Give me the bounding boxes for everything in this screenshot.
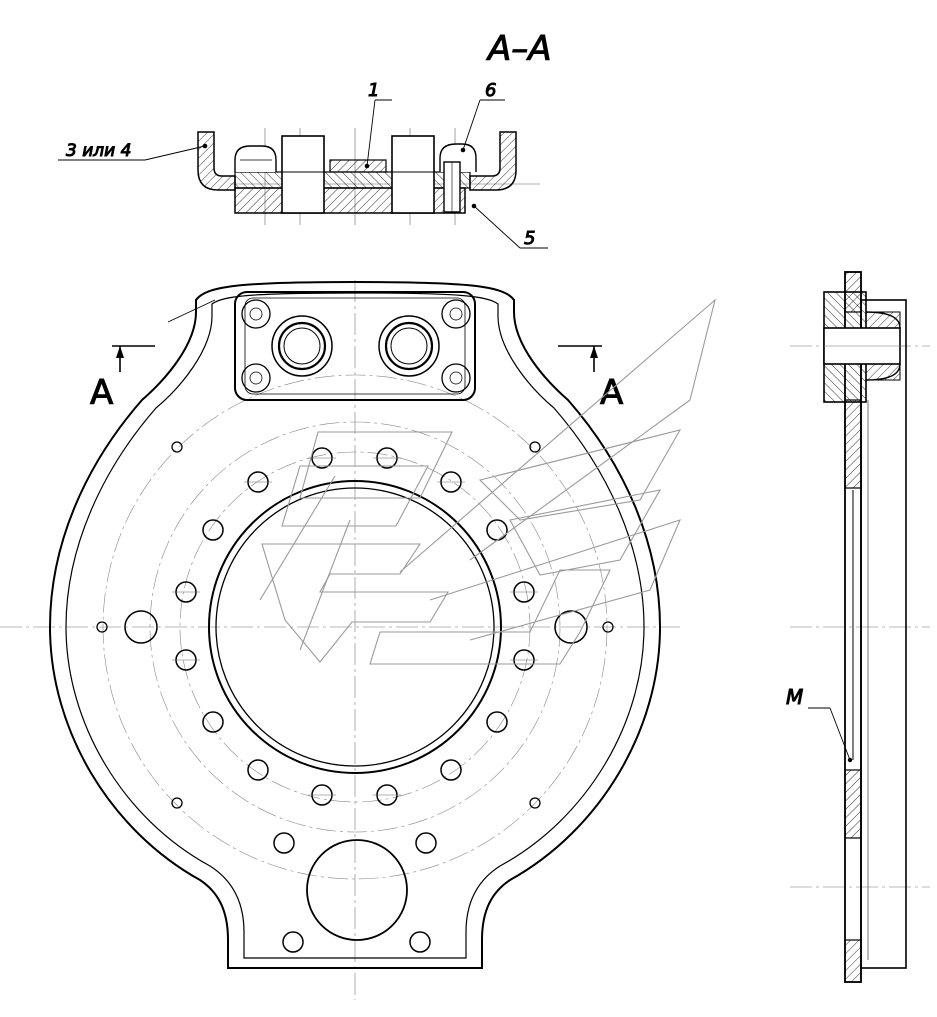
leader-label-3-or-4: 3 или 4 — [66, 141, 131, 161]
section-title: А–А — [486, 29, 552, 69]
leader-label-5: 5 — [524, 228, 535, 249]
section-mark-right: А — [600, 373, 623, 413]
leader-label-1: 1 — [368, 80, 379, 101]
side-label-m: М — [786, 685, 803, 709]
section-view-a-a: А–А — [58, 29, 552, 250]
side-view: М — [786, 271, 930, 983]
section-mark-left: А — [90, 373, 113, 413]
watermark-logo — [259, 298, 716, 665]
front-view: А А — [0, 280, 680, 1000]
leader-label-6: 6 — [485, 80, 496, 101]
